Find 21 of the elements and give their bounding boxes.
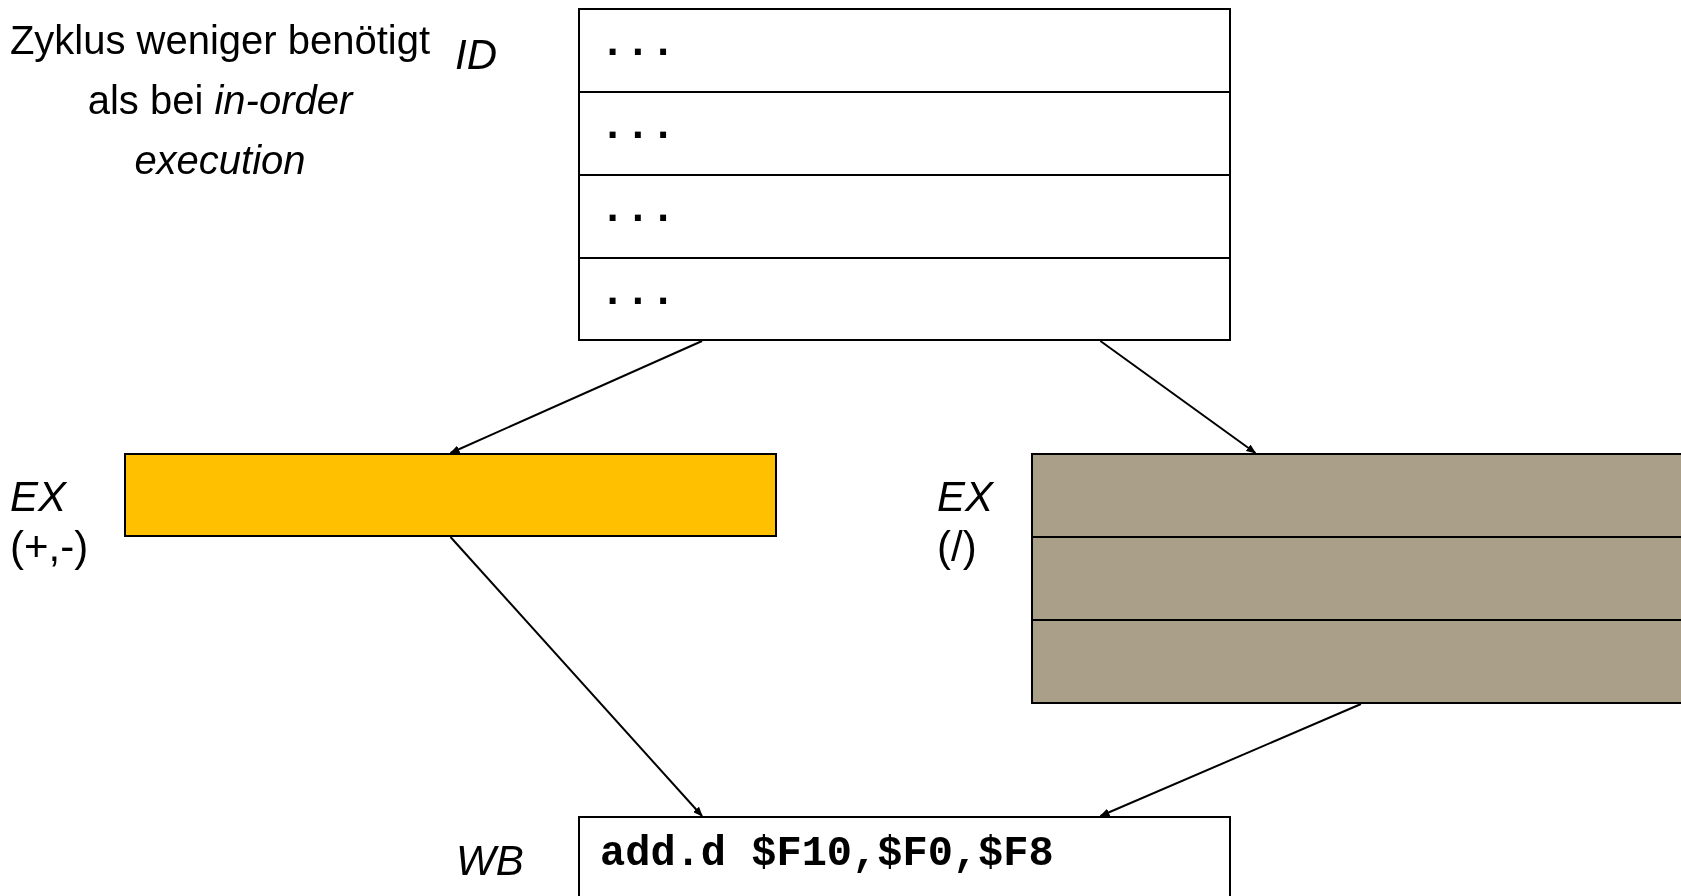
adder-unit-box <box>124 453 777 537</box>
instruction-box <box>578 816 1231 896</box>
arrow <box>449 536 704 817</box>
stage-label: EX (/) <box>937 472 995 573</box>
divider-unit-box <box>1031 453 1681 704</box>
pipeline-slot <box>578 257 1231 341</box>
pipeline-slot <box>578 174 1231 259</box>
stage-label: ID <box>455 30 498 80</box>
arrow <box>1099 340 1257 454</box>
ellipsis-text: ... <box>600 20 676 68</box>
ellipsis-text: ... <box>600 103 676 151</box>
stage-label: WB <box>456 836 525 886</box>
pipeline-slot <box>578 8 1231 93</box>
arrow <box>1099 703 1362 817</box>
stage-label: EX (+,-) <box>10 472 90 573</box>
pipeline-slot <box>578 91 1231 176</box>
ellipsis-text: ... <box>600 186 676 234</box>
ellipsis-text: ... <box>600 269 676 317</box>
note-text: Zyklus weniger benötigt als bei in-order execution <box>8 17 432 184</box>
instruction-text: add.d $F10,$F0,$F8 <box>600 830 1054 878</box>
arrow <box>449 340 704 454</box>
